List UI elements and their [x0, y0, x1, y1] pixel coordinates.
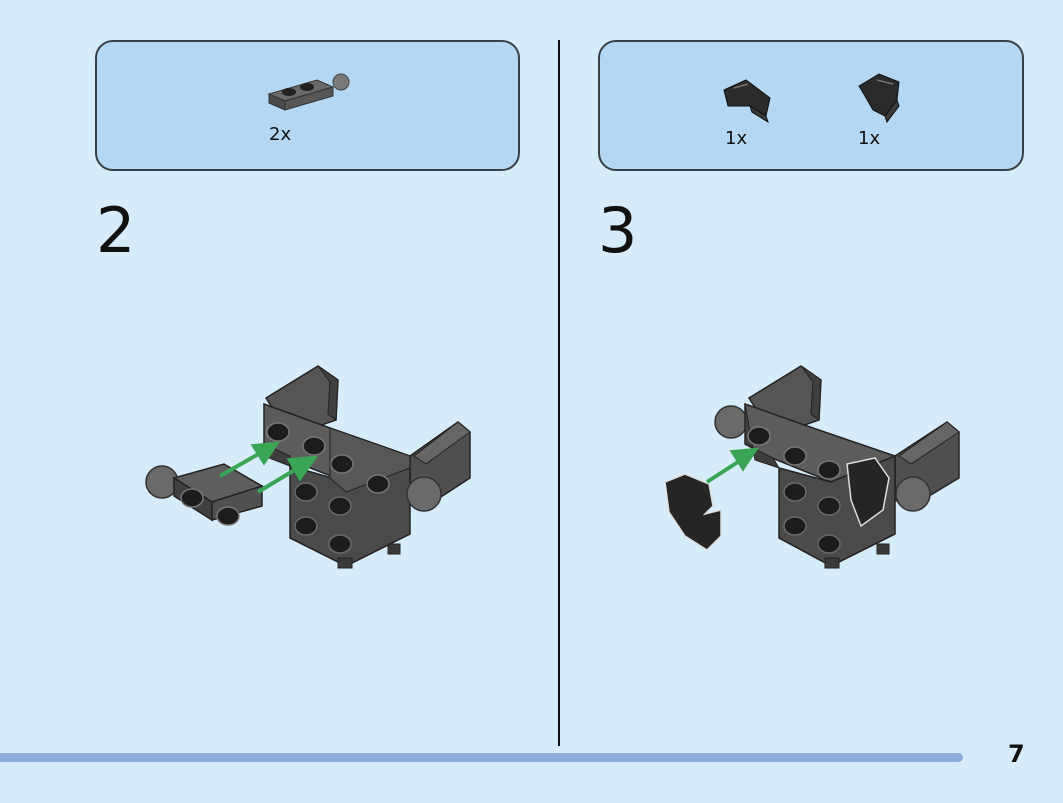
step-2-parts-box: 2x [95, 40, 520, 171]
assembly-arrow-icon [219, 441, 319, 494]
plate-with-ball-part-icon [267, 73, 350, 111]
progress-bar [0, 753, 963, 762]
step-number: 3 [598, 194, 638, 267]
part-quantity: 1x [858, 128, 881, 149]
assembly-arrow-icon [705, 447, 759, 484]
column-divider [558, 40, 560, 746]
curved-slope-left-part-icon [723, 79, 771, 124]
step-2-model-illustration [145, 365, 471, 569]
part-quantity: 1x [725, 128, 748, 149]
step-3-model-illustration [664, 365, 960, 569]
page-number: 7 [1008, 740, 1025, 768]
curved-slope-right-part-icon [858, 73, 900, 124]
step-number: 2 [96, 194, 136, 267]
part-quantity: 2x [269, 124, 292, 145]
step-3-parts-box: 1x 1x [598, 40, 1024, 171]
